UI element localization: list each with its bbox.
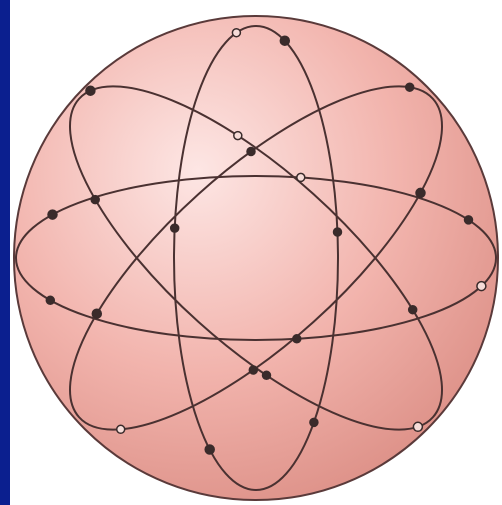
electron-dot (48, 210, 57, 219)
electron-dot (280, 36, 289, 45)
electron-dot (263, 371, 271, 379)
electron-dot (171, 224, 179, 232)
electron-dot (413, 422, 422, 431)
electron-dot (293, 335, 301, 343)
electron-dot (406, 83, 414, 91)
electron-dot (416, 188, 425, 197)
electron-dot (205, 445, 214, 454)
electron-dot (232, 29, 240, 37)
electron-dot (92, 309, 101, 318)
electron-dot (249, 366, 257, 374)
electron-dot (86, 86, 95, 95)
electron-dot (117, 425, 125, 433)
electron-dot (46, 296, 54, 304)
electron-dot (310, 418, 318, 426)
electron-dot (477, 282, 486, 291)
electron-dot (409, 306, 417, 314)
electron-dot (465, 216, 473, 224)
electron-dot (297, 173, 305, 181)
electron-dot (91, 196, 99, 204)
electron-dot (247, 148, 255, 156)
electron-dot (234, 132, 242, 140)
electron-dot (334, 228, 342, 236)
